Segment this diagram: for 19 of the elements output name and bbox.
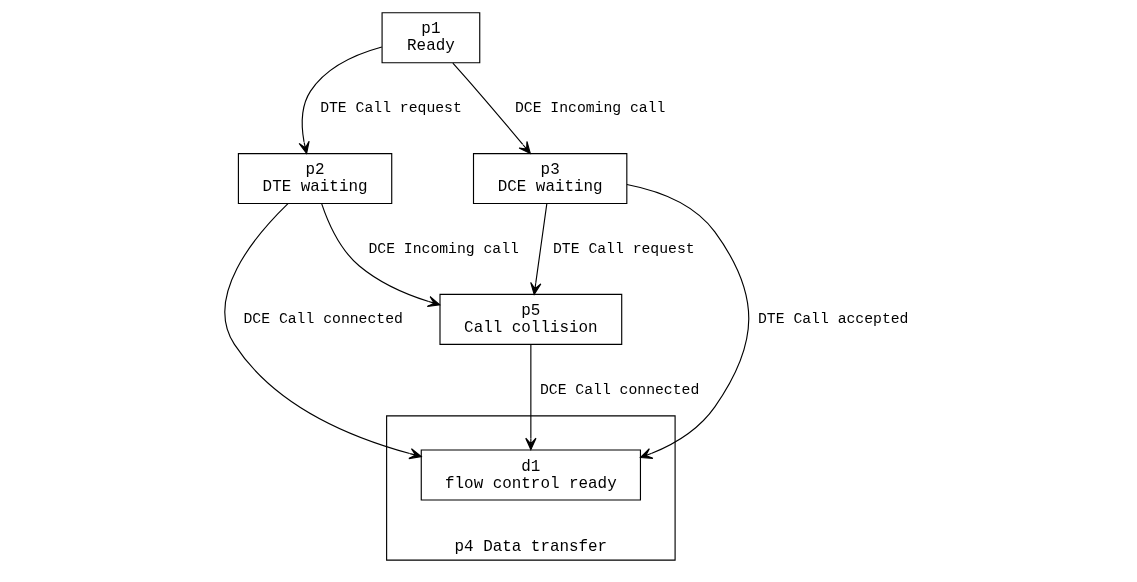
edge-label: DTE Call accepted [758, 311, 909, 328]
edge-label: DCE Incoming call [514, 100, 666, 117]
node-box: p3 DCE waiting [472, 153, 628, 205]
node-box: d1 flow control ready [420, 449, 642, 501]
node-box: p2 DTE waiting [237, 153, 393, 205]
arrow [452, 62, 531, 155]
edge-label: DTE Call request [553, 240, 695, 257]
edge-label: DCE Call connected [243, 311, 403, 328]
node-box: p1 Ready [381, 12, 481, 64]
edge-label: DCE Incoming call [368, 240, 519, 257]
arrow [530, 203, 548, 295]
arrow [525, 343, 537, 451]
arrow [321, 203, 441, 308]
node-box: p5 Call collision [439, 293, 623, 345]
arrow [224, 203, 422, 460]
arrow [298, 46, 383, 155]
edge-label: DCE Call connected [539, 381, 700, 398]
edge-label: DTE Call request [320, 100, 462, 117]
arrow [626, 183, 750, 459]
